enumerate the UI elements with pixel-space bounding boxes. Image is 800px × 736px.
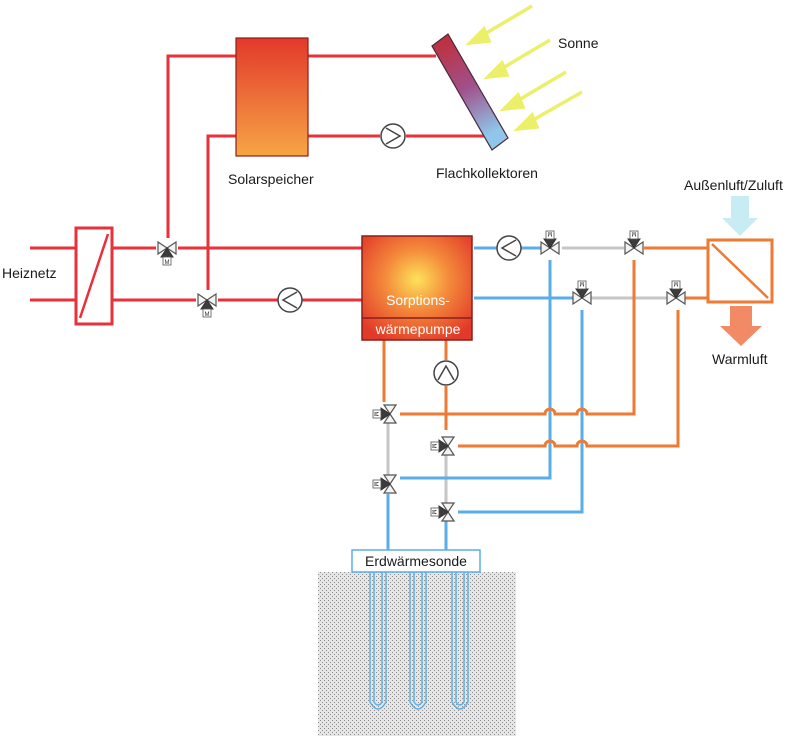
red-pipes xyxy=(30,54,488,302)
orange-pipes xyxy=(382,246,708,448)
sorption-heatpump-label-2: wärmepumpe xyxy=(375,321,461,337)
heating-grid-label: Heiznetz xyxy=(2,265,56,281)
sorption-heatpump-unit xyxy=(361,235,473,341)
valve-icon: M xyxy=(197,293,217,318)
ground-area xyxy=(318,572,516,736)
valve-tag: M xyxy=(674,280,679,286)
valve-tag: M xyxy=(632,230,637,236)
valve-tag: M xyxy=(548,230,553,236)
valve-icon: M xyxy=(372,404,397,424)
sorption-heatpump-label-1: Sorptions- xyxy=(386,292,450,308)
sun-rays xyxy=(465,4,583,132)
flat-collectors-label: Flachkollektoren xyxy=(436,165,538,181)
valve-icon: M xyxy=(430,436,455,456)
valve-tag: M xyxy=(372,482,378,487)
ground-probes xyxy=(369,572,469,710)
warm-air-label: Warmluft xyxy=(712,351,768,367)
valve-icon: M xyxy=(157,241,177,266)
valve-tag: M xyxy=(430,510,436,515)
air-heat-exchanger xyxy=(706,238,774,304)
solar-pump-icon xyxy=(380,123,406,149)
recooling-pump-icon xyxy=(433,360,459,386)
valve-tag: M xyxy=(372,412,378,417)
valve-icon: M xyxy=(540,230,560,255)
heating-grid-exchanger xyxy=(74,226,114,326)
solar-storage-tank xyxy=(235,37,309,157)
valve-tag: M xyxy=(430,444,436,449)
warm-air-arrow xyxy=(720,306,762,346)
outside-air-arrow xyxy=(722,196,758,236)
valve-icon: M xyxy=(666,280,686,305)
outside-air-label: Außenluft/Zuluft xyxy=(684,177,783,193)
valve-icon: M xyxy=(572,280,592,305)
ground-probe-label-box xyxy=(351,549,481,573)
valve-icon: M xyxy=(624,230,644,255)
blue-pipes xyxy=(386,246,584,550)
heating-grid-pump-icon xyxy=(277,287,303,313)
cold-circuit-pump-icon xyxy=(496,235,522,261)
valve-icon: M xyxy=(372,474,397,494)
solar-storage-label: Solarspeicher xyxy=(228,171,314,187)
valve-tag: M xyxy=(165,260,170,266)
valve-tag: M xyxy=(205,312,210,318)
sun-label: Sonne xyxy=(558,35,599,51)
flat-collector-panel xyxy=(431,33,509,151)
valve-tag: M xyxy=(580,280,585,286)
ground-probe-label: Erdwärmesonde xyxy=(365,553,467,569)
valve-icon: M xyxy=(430,502,455,522)
